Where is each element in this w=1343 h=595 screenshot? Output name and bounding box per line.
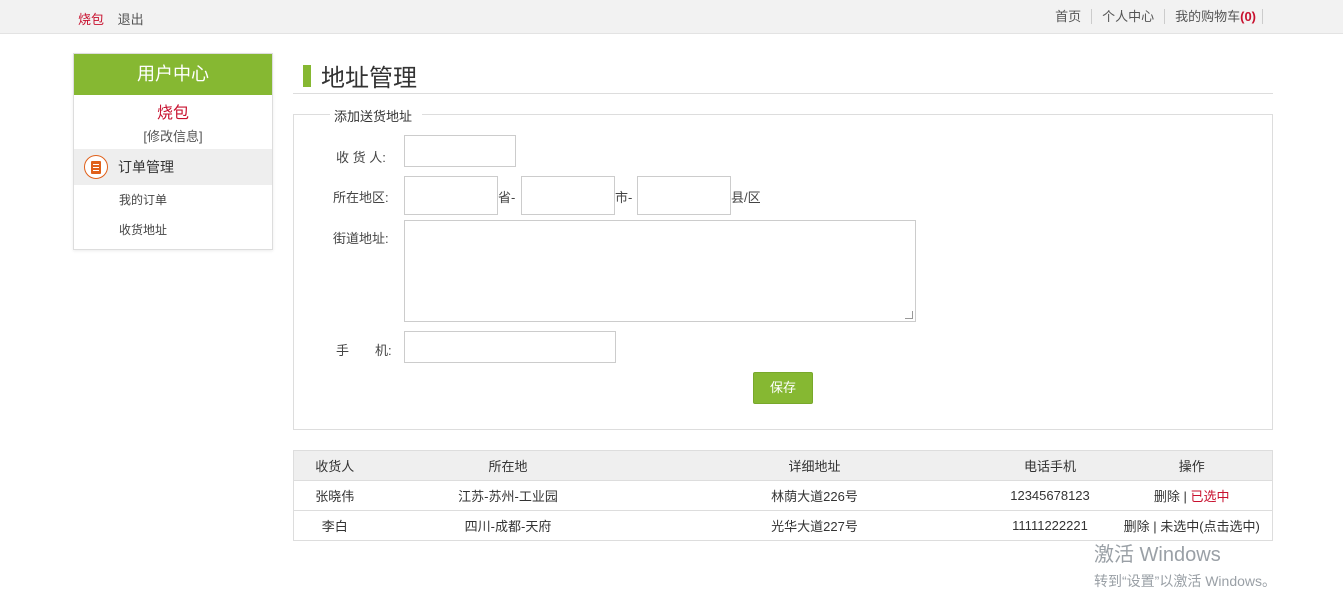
cart-link[interactable]: 我的购物车(0) (1165, 9, 1263, 24)
col-header-receiver: 收货人 (293, 450, 376, 481)
page-title: 地址管理 (303, 58, 417, 93)
logout-link[interactable]: 退出 (117, 12, 144, 27)
sidebar-section-orders[interactable]: 订单管理 (74, 149, 272, 185)
province-input[interactable] (404, 176, 498, 215)
col-header-actions: 操作 (1111, 450, 1273, 481)
delete-link[interactable]: 删除 (1153, 489, 1180, 504)
user-center-sidebar: 用户中心 烧包 [修改信息] 订单管理 我的订单 收货地址 (73, 53, 273, 250)
col-header-address: 详细地址 (640, 450, 989, 481)
sidebar-section-label: 订单管理 (118, 159, 174, 175)
delete-link[interactable]: 删除 (1123, 519, 1150, 534)
phone-label: 手 机: (336, 343, 392, 358)
cell-address: 林荫大道226号 (640, 480, 989, 511)
cell-address: 光华大道227号 (640, 510, 989, 541)
street-label: 街道地址: (333, 231, 389, 246)
cell-actions: 删除 | 已选中 (1111, 480, 1273, 511)
province-unit: 省- (498, 190, 516, 205)
action-separator: | (1179, 489, 1191, 504)
cart-label: 我的购物车 (1175, 9, 1241, 24)
cell-actions: 删除 | 未选中(点击选中) (1111, 510, 1273, 541)
cart-count: (0) (1240, 9, 1256, 24)
sidebar-item-addresses[interactable]: 收货地址 (119, 223, 168, 237)
personal-center-link[interactable]: 个人中心 (1092, 9, 1166, 24)
cell-region: 江苏-苏州-工业园 (375, 480, 641, 511)
action-separator: | (1149, 519, 1161, 534)
edit-info-link[interactable]: [修改信息] (143, 129, 203, 144)
select-link[interactable]: 未选中(点击选中) (1160, 519, 1260, 534)
sidebar-username: 烧包 (156, 105, 189, 122)
home-link[interactable]: 首页 (1045, 9, 1093, 24)
windows-activation-watermark: 激活 Windows 转到“设置”以激活 Windows。 (1094, 538, 1276, 591)
cell-region: 四川-成都-天府 (375, 510, 641, 541)
receiver-input[interactable] (404, 135, 516, 167)
address-table: 收货人 所在地 详细地址 电话手机 操作 张晓伟 江苏-苏州-工业园 林荫大道2… (293, 450, 1273, 541)
district-input[interactable] (637, 176, 731, 215)
address-form-legend: 添加送货地址 (330, 106, 423, 125)
title-divider (293, 93, 1273, 94)
cell-phone: 11111222221 (988, 510, 1112, 541)
status-selected: 已选中 (1190, 489, 1230, 504)
address-form (293, 114, 1273, 430)
page-title-text: 地址管理 (321, 65, 417, 92)
resize-handle-icon[interactable] (905, 311, 913, 319)
col-header-region: 所在地 (375, 450, 641, 481)
col-header-phone: 电话手机 (988, 450, 1112, 481)
cell-receiver: 李白 (293, 510, 376, 541)
cell-receiver: 张晓伟 (293, 480, 376, 511)
table-row: 李白 四川-成都-天府 光华大道227号 11111222221 删除 | 未选… (293, 510, 1273, 541)
sidebar-header: 用户中心 (74, 54, 272, 95)
top-bar-left: 烧包 退出 (78, 9, 144, 28)
top-bar-nav: 首页 个人中心 我的购物车(0) (1045, 9, 1263, 24)
region-label: 所在地区: (333, 190, 389, 205)
username-link[interactable]: 烧包 (78, 12, 105, 27)
cell-phone: 12345678123 (988, 480, 1112, 511)
receiver-label: 收 货 人: (336, 150, 386, 165)
title-accent-bar (303, 64, 311, 87)
watermark-title: 激活 Windows (1094, 544, 1221, 566)
order-list-icon (84, 155, 108, 179)
street-textarea[interactable] (404, 220, 916, 322)
top-bar: 烧包 退出 首页 个人中心 我的购物车(0) (0, 0, 1343, 34)
table-row: 张晓伟 江苏-苏州-工业园 林荫大道226号 12345678123 删除 | … (293, 480, 1273, 511)
save-button[interactable]: 保存 (753, 372, 813, 404)
phone-input[interactable] (404, 331, 616, 363)
district-unit: 县/区 (731, 190, 761, 205)
watermark-subtitle: 转到“设置”以激活 Windows。 (1094, 573, 1277, 589)
city-unit: 市- (615, 190, 633, 205)
table-header-row: 收货人 所在地 详细地址 电话手机 操作 (293, 450, 1273, 481)
city-input[interactable] (521, 176, 615, 215)
sidebar-item-my-orders[interactable]: 我的订单 (119, 193, 168, 207)
